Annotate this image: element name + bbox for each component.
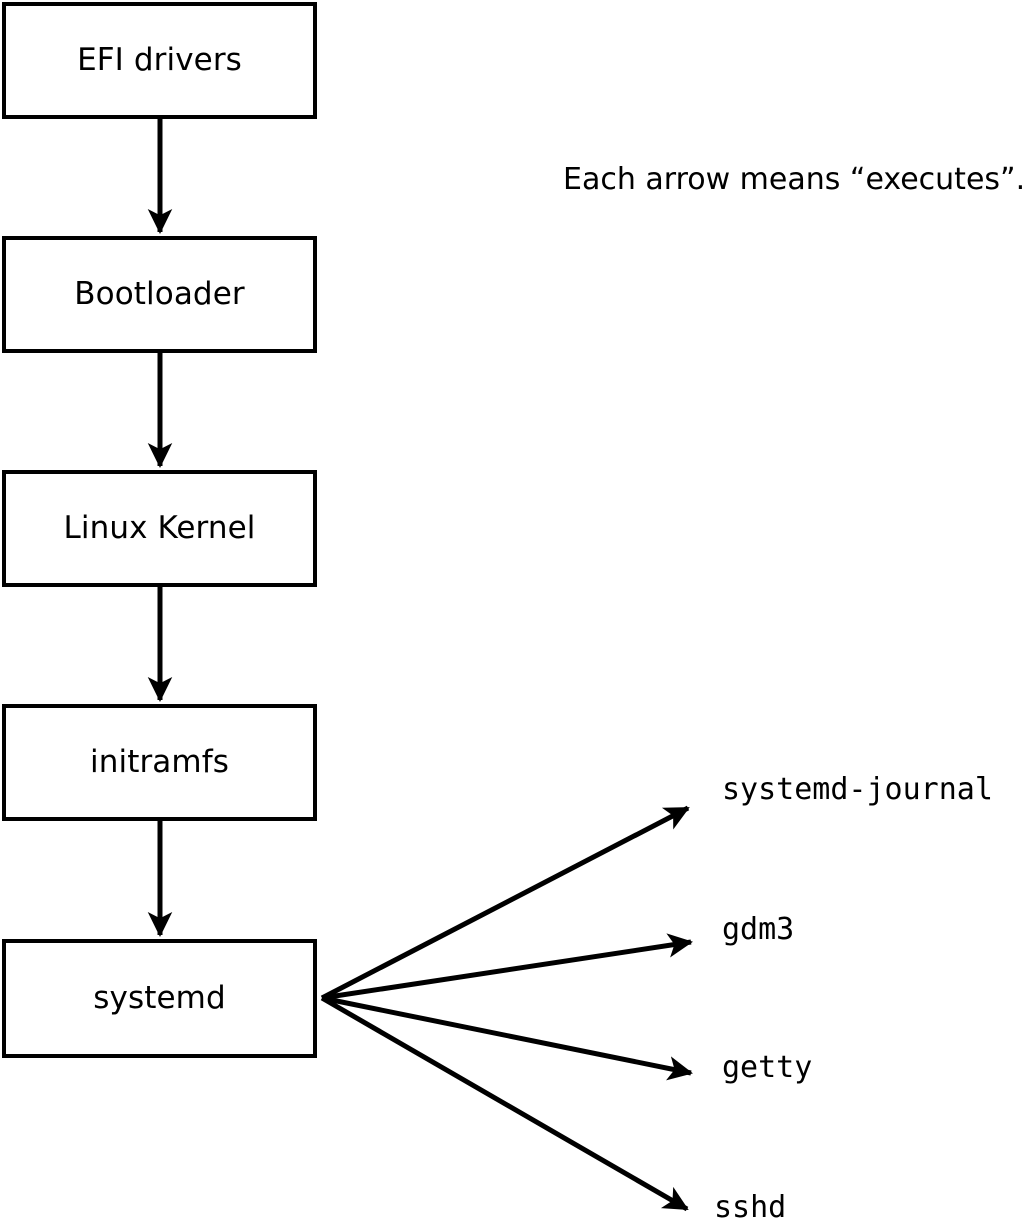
node-systemd[interactable]: systemd — [2, 939, 317, 1058]
node-efi-drivers[interactable]: EFI drivers — [2, 2, 317, 119]
node-label-initramfs: initramfs — [90, 744, 229, 780]
edge-systemd-to-getty — [321, 995, 693, 1081]
node-linux-kernel[interactable]: Linux Kernel — [2, 470, 317, 587]
leaf-label-sshd[interactable]: sshd — [714, 1190, 787, 1225]
node-label-linux-kernel: Linux Kernel — [63, 510, 256, 546]
node-label-efi-drivers: EFI drivers — [77, 42, 242, 78]
legend-note: Each arrow means “executes”. — [563, 162, 1023, 197]
node-label-systemd: systemd — [93, 980, 226, 1016]
edge-systemd-to-systemd-journal — [320, 805, 690, 1001]
fan-edges — [320, 805, 693, 1212]
leaf-label-getty[interactable]: getty — [722, 1050, 813, 1085]
node-bootloader[interactable]: Bootloader — [2, 236, 317, 353]
node-label-bootloader: Bootloader — [74, 276, 245, 312]
leaf-label-systemd-journal[interactable]: systemd-journal — [722, 772, 993, 807]
leaf-label-gdm3[interactable]: gdm3 — [722, 912, 795, 947]
edge-systemd-to-gdm3 — [321, 933, 693, 1001]
edge-systemd-to-sshd — [320, 995, 689, 1212]
node-initramfs[interactable]: initramfs — [2, 704, 317, 821]
